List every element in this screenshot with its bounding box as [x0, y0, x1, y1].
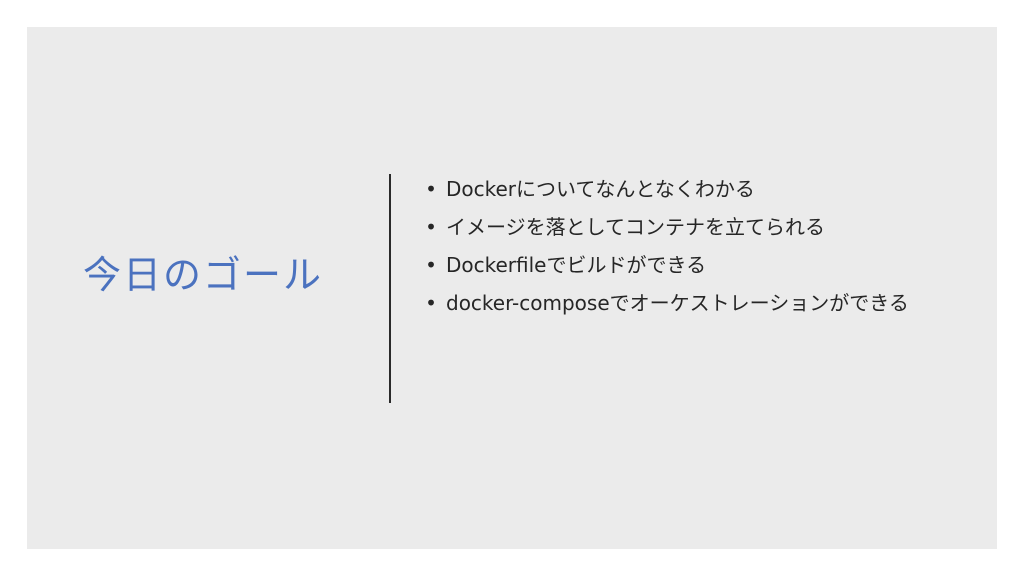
bullet-dot-icon: •: [425, 177, 437, 201]
bullet-text: イメージを落としてコンテナを立てられる: [446, 215, 825, 239]
bullet-text: Dockerfileでビルドができる: [446, 253, 707, 277]
bullet-dot-icon: •: [425, 253, 437, 277]
bullet-text: docker-composeでオーケストレーションができる: [446, 291, 909, 315]
vertical-divider: [389, 174, 391, 403]
bullet-text: Dockerについてなんとなくわかる: [446, 177, 755, 201]
slide: 今日のゴール • Dockerについてなんとなくわかる • イメージを落としてコ…: [27, 27, 997, 549]
bullet-item-docker-overview: • Dockerについてなんとなくわかる: [419, 177, 949, 202]
bullet-item-image-container: • イメージを落としてコンテナを立てられる: [419, 215, 949, 240]
bullet-dot-icon: •: [425, 215, 437, 239]
bullet-item-docker-compose: • docker-composeでオーケストレーションができる: [419, 291, 949, 316]
bullet-item-dockerfile: • Dockerfileでビルドができる: [419, 253, 949, 278]
bullet-list: • Dockerについてなんとなくわかる • イメージを落としてコンテナを立てら…: [419, 177, 949, 329]
bullet-dot-icon: •: [425, 291, 437, 315]
slide-title: 今日のゴール: [83, 253, 324, 297]
